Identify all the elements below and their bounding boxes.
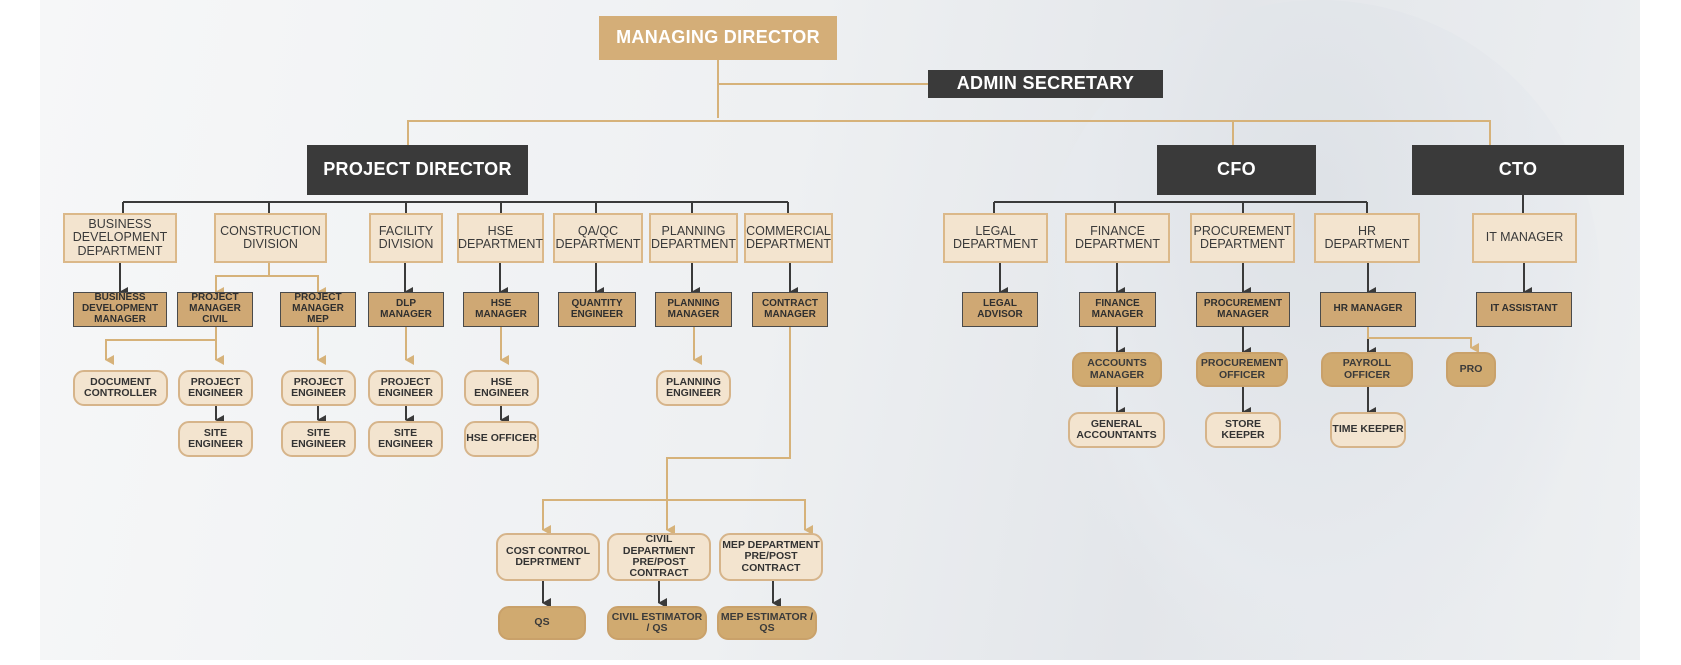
cto-box: CTO xyxy=(1412,145,1624,195)
legal-advisor-box: LEGAL ADVISOR xyxy=(962,292,1038,327)
finance-department-box: FINANCE DEPARTMENT xyxy=(1065,213,1170,263)
qs-box: QS xyxy=(498,606,586,640)
construction-division-box: CONSTRUCTION DIVISION xyxy=(214,213,327,263)
procurement-manager-box: PROCUREMENT MANAGER xyxy=(1196,292,1290,327)
cost-control-department-box: COST CONTROL DEPRTMENT xyxy=(496,533,600,581)
hse-department-box: HSE DEPARTMENT xyxy=(457,213,544,263)
site-engineer-facility-box: SITE ENGINEER xyxy=(368,421,443,457)
civil-department-pre-post-contract-box: CIVIL DEPARTMENT PRE/POST CONTRACT xyxy=(607,533,711,581)
planning-manager-box: PLANNING MANAGER xyxy=(655,292,732,327)
dlp-manager-box: DLP MANAGER xyxy=(368,292,444,327)
admin-secretary-box: ADMIN SECRETARY xyxy=(928,70,1163,98)
commercial-department-box: COMMERCIAL DEPARTMENT xyxy=(744,213,833,263)
hse-manager-box: HSE MANAGER xyxy=(463,292,539,327)
cfo-box: CFO xyxy=(1157,145,1316,195)
project-manager-civil-box: PROJECT MANAGER CIVIL xyxy=(177,292,253,327)
procurement-department-box: PROCUREMENT DEPARTMENT xyxy=(1190,213,1295,263)
site-engineer-mep-box: SITE ENGINEER xyxy=(281,421,356,457)
it-assistant-box: IT ASSISTANT xyxy=(1476,292,1572,327)
it-manager-box: IT MANAGER xyxy=(1472,213,1577,263)
store-keeper-box: STORE KEEPER xyxy=(1205,412,1281,448)
planning-department-box: PLANNING DEPARTMENT xyxy=(649,213,738,263)
hr-department-box: HR DEPARTMENT xyxy=(1314,213,1420,263)
hse-officer-box: HSE OFFICER xyxy=(464,421,539,457)
civil-estimator-qs-box: CIVIL ESTIMATOR / QS xyxy=(607,606,707,640)
business-development-department-box: BUSINESS DEVELOPMENT DEPARTMENT xyxy=(63,213,177,263)
mep-department-pre-post-contract-box: MEP DEPARTMENT PRE/POST CONTRACT xyxy=(719,533,823,581)
hr-manager-box: HR MANAGER xyxy=(1320,292,1416,327)
project-manager-mep-box: PROJECT MANAGER MEP xyxy=(280,292,356,327)
document-controller-box: DOCUMENT CONTROLLER xyxy=(73,370,168,406)
hse-engineer-box: HSE ENGINEER xyxy=(464,370,539,406)
background-person-image xyxy=(1040,0,1600,660)
procurement-officer-box: PROCUREMENT OFFICER xyxy=(1196,352,1288,387)
project-director-box: PROJECT DIRECTOR xyxy=(307,145,528,195)
facility-division-box: FACILITY DIVISION xyxy=(369,213,443,263)
project-engineer-mep-box: PROJECT ENGINEER xyxy=(281,370,356,406)
project-engineer-facility-box: PROJECT ENGINEER xyxy=(368,370,443,406)
payroll-officer-box: PAYROLL OFFICER xyxy=(1321,352,1413,387)
planning-engineer-box: PLANNING ENGINEER xyxy=(656,370,731,406)
business-development-manager-box: BUSINESS DEVELOPMENT MANAGER xyxy=(73,292,167,327)
project-engineer-civil-box: PROJECT ENGINEER xyxy=(178,370,253,406)
legal-department-box: LEGAL DEPARTMENT xyxy=(943,213,1048,263)
quantity-engineer-box: QUANTITY ENGINEER xyxy=(558,292,636,327)
managing-director-box: MANAGING DIRECTOR xyxy=(599,16,837,60)
finance-manager-box: FINANCE MANAGER xyxy=(1079,292,1156,327)
site-engineer-civil-box: SITE ENGINEER xyxy=(178,421,253,457)
mep-estimator-qs-box: MEP ESTIMATOR / QS xyxy=(717,606,817,640)
qaqc-department-box: QA/QC DEPARTMENT xyxy=(553,213,643,263)
time-keeper-box: TIME KEEPER xyxy=(1330,412,1406,448)
contract-manager-box: CONTRACT MANAGER xyxy=(752,292,828,327)
general-accountants-box: GENERAL ACCOUNTANTS xyxy=(1068,412,1165,448)
pro-box: PRO xyxy=(1446,352,1496,387)
accounts-manager-box: ACCOUNTS MANAGER xyxy=(1072,352,1162,387)
